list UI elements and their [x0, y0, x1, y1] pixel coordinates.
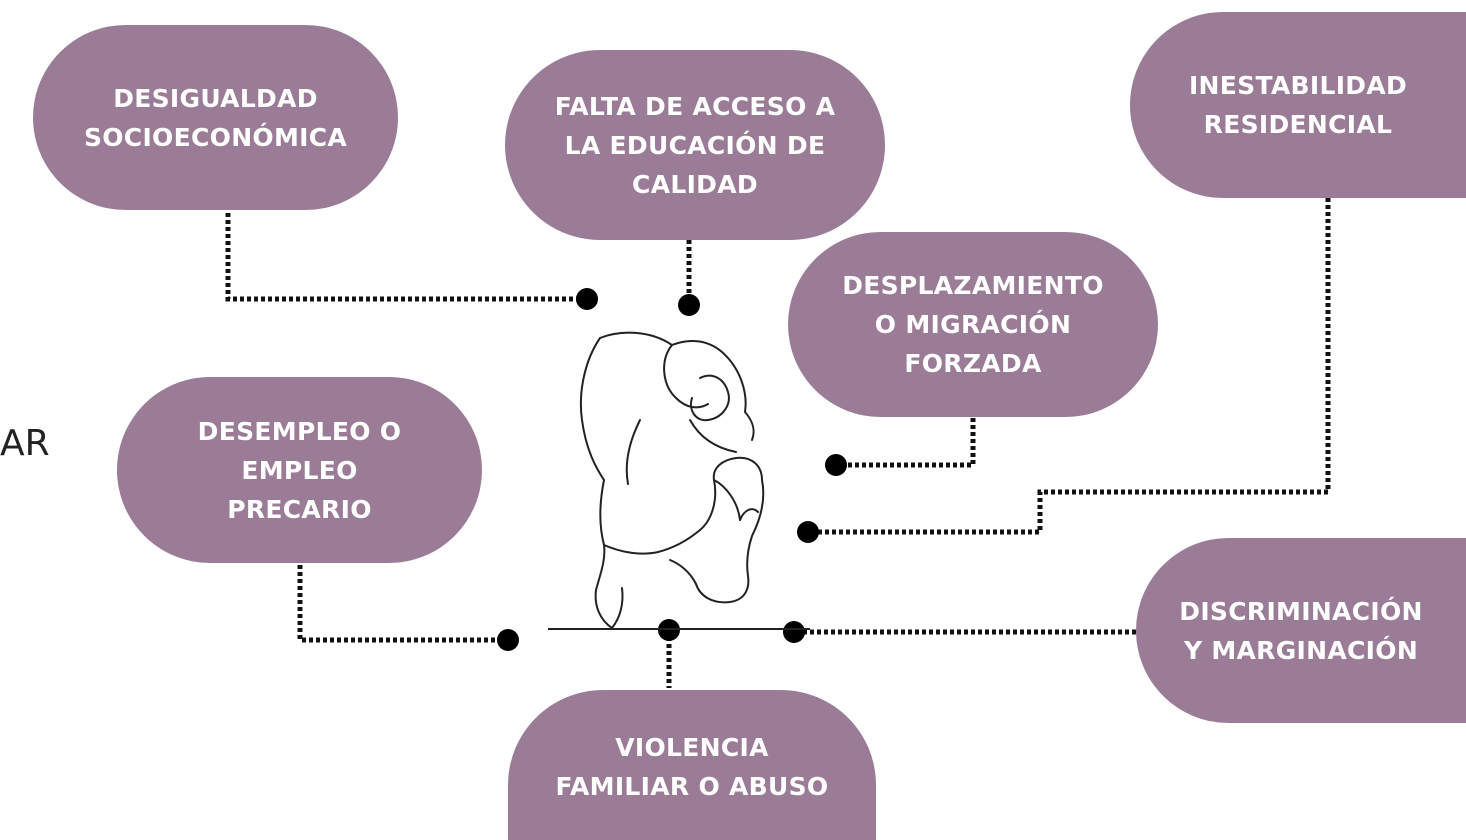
- cause-violencia-label: VIOLENCIA FAMILIAR O ABUSO: [555, 733, 829, 801]
- dot-desempleo: [497, 629, 519, 651]
- connector-desempleo: [297, 565, 508, 643]
- cause-educacion: FALTA DE ACCESO A LA EDUCACIÓN DE CALIDA…: [505, 50, 885, 240]
- connector-inestabilidad: [808, 198, 1331, 535]
- dot-desplazamiento: [825, 454, 847, 476]
- dot-desigualdad: [576, 288, 598, 310]
- dot-discriminacion: [783, 621, 805, 643]
- cause-desigualdad-label: DESIGUALDAD SOCIOECONÓMICA: [83, 83, 348, 152]
- cause-inestabilidad: INESTABILIDAD RESIDENCIAL: [1130, 12, 1466, 198]
- cause-desplazamiento-label: DESPLAZAMIENTO O MIGRACIÓN FORZADA: [842, 271, 1104, 378]
- dot-inestabilidad: [797, 521, 819, 543]
- connector-desigualdad: [225, 213, 587, 302]
- cause-violencia: VIOLENCIA FAMILIAR O ABUSO: [508, 690, 876, 840]
- cause-discriminacion: DISCRIMINACIÓN Y MARGINACIÓN: [1136, 538, 1466, 723]
- cause-desigualdad: DESIGUALDAD SOCIOECONÓMICA: [33, 25, 398, 210]
- cause-discriminacion-label: DISCRIMINACIÓN Y MARGINACIÓN: [1179, 596, 1423, 665]
- dot-educacion: [678, 294, 700, 316]
- cause-inestabilidad-label: INESTABILIDAD RESIDENCIAL: [1188, 71, 1408, 139]
- cause-desempleo-label: DESEMPLEO O EMPLEO PRECARIO: [197, 416, 402, 524]
- connector-desplazamiento: [836, 418, 976, 468]
- cropped-side-text: AR: [0, 423, 50, 464]
- connector-lines: [225, 198, 1331, 688]
- cause-educacion-label: FALTA DE ACCESO A LA EDUCACIÓN DE CALIDA…: [554, 91, 836, 199]
- cause-desplazamiento: DESPLAZAMIENTO O MIGRACIÓN FORZADA: [788, 232, 1158, 417]
- sad-person-illustration: [579, 331, 765, 629]
- cause-desempleo: DESEMPLEO O EMPLEO PRECARIO: [117, 377, 482, 563]
